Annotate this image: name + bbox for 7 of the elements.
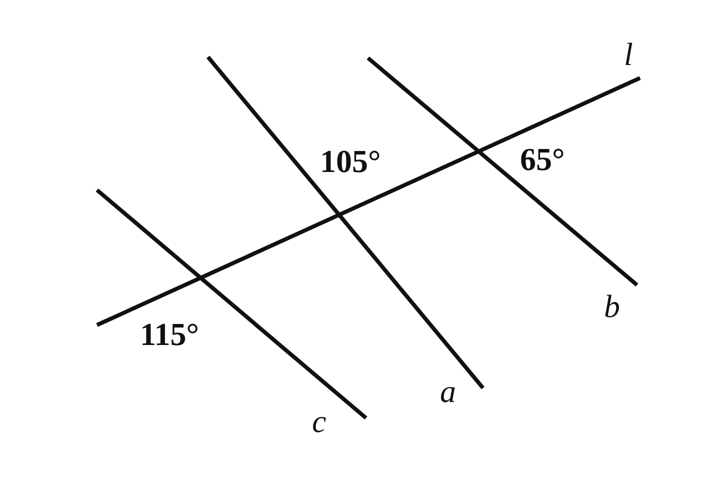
line-label: l bbox=[624, 38, 633, 70]
angle-label: 65° bbox=[520, 143, 565, 175]
line-label: b bbox=[604, 290, 620, 322]
angle-label: 105° bbox=[320, 145, 381, 177]
line-label: c bbox=[312, 405, 326, 437]
angle-label: 115° bbox=[140, 318, 200, 350]
line-label: a bbox=[440, 375, 456, 407]
